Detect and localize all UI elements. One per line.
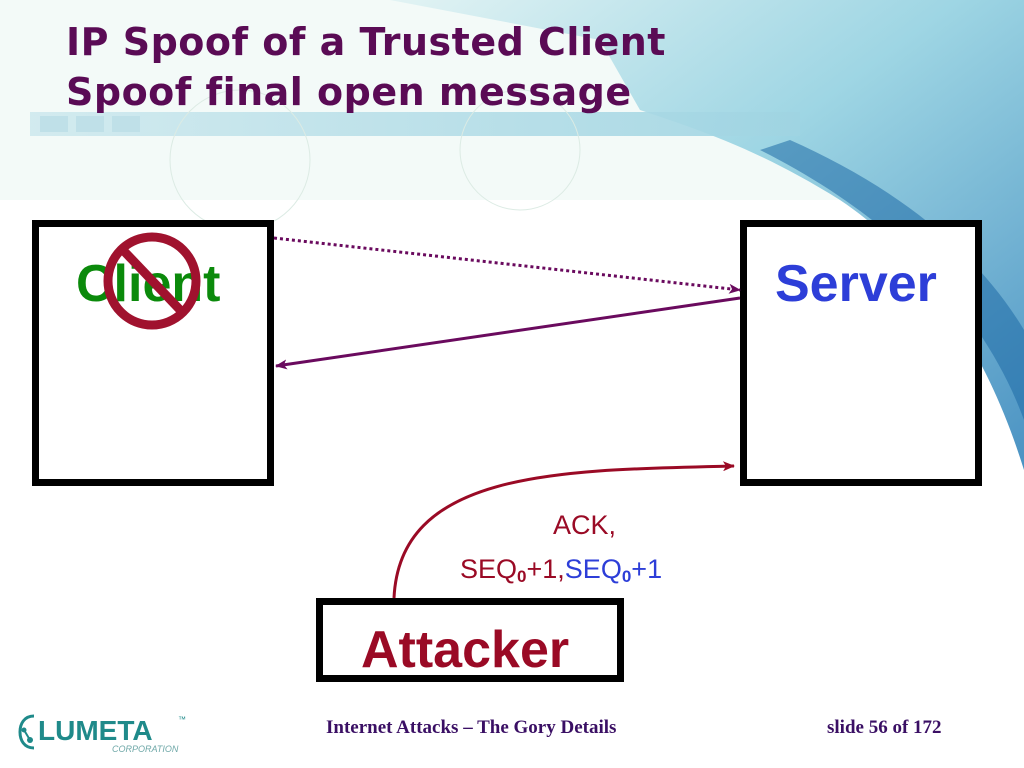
slide-title-line-2: Spoof final open message xyxy=(66,70,632,114)
lumeta-logo-icon xyxy=(18,714,35,750)
message-seq-a: SEQ xyxy=(460,554,518,584)
server-label: Server xyxy=(775,255,937,313)
message-sub-b: 0 xyxy=(621,567,632,586)
slide-number: slide 56 of 172 xyxy=(827,717,942,738)
message-plus-a: +1, xyxy=(526,554,565,584)
server-box xyxy=(740,220,982,486)
client-label: Client xyxy=(76,255,221,313)
logo-text: LUMETA xyxy=(38,715,153,746)
lumeta-logo: LUMETA ™ CORPORATION xyxy=(18,714,186,754)
attacker-box xyxy=(316,598,624,682)
message-label-line-1: ACK, xyxy=(553,510,617,540)
logo-subtext: CORPORATION xyxy=(112,744,179,754)
footer-title: Internet Attacks – The Gory Details xyxy=(326,717,617,738)
message-seq-b: SEQ xyxy=(564,554,622,584)
attacker-label: Attacker xyxy=(361,621,570,679)
logo-tm: ™ xyxy=(178,715,186,724)
slide-title-line-1: IP Spoof of a Trusted Client xyxy=(66,20,666,64)
message-plus-b: +1 xyxy=(631,554,663,584)
message-label-line-2: SEQ0+1,SEQ0+1 xyxy=(460,554,663,586)
message-sub-a: 0 xyxy=(517,567,527,586)
